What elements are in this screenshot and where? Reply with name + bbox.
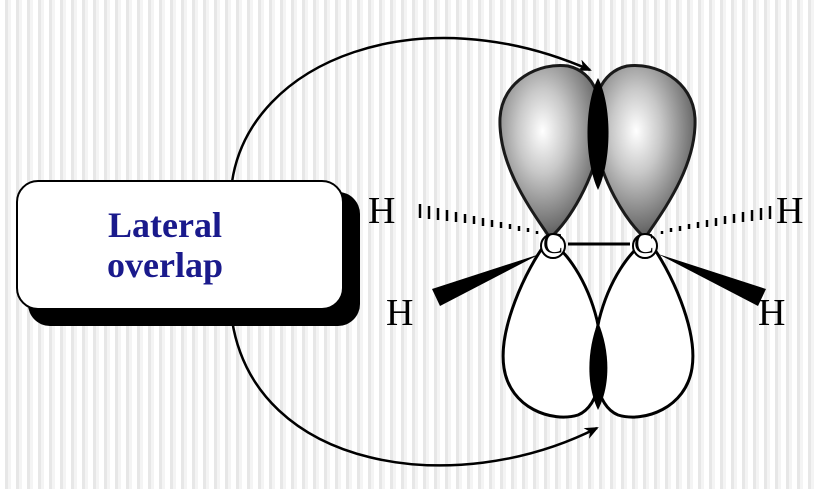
hydrogen-bottom-right: H [758,292,786,334]
right-p-orbital-top-lobe [592,63,697,241]
right-hashed-wedge-bond [660,206,772,234]
right-p-orbital-bottom-lobe [593,238,695,419]
right-solid-wedge-bond [658,254,766,306]
carbon-right-label: C [634,227,655,260]
bottom-overlap-region [589,322,608,410]
hydrogen-top-left: H [368,190,396,232]
upper-curved-arrow [230,36,592,183]
lower-curved-arrow [230,319,599,467]
top-overlap-region [587,78,609,190]
left-solid-wedge-bond [432,254,540,306]
left-p-orbital-bottom-lobe [501,238,603,419]
left-p-orbital-top-lobe [498,63,603,241]
carbon-left-label: C [543,227,564,260]
right-carbon-circle [632,233,658,259]
hydrogen-bottom-left: H [386,292,414,334]
label-line-1: Lateral [108,205,222,245]
lateral-overlap-label-box: Lateral overlap [16,180,344,310]
left-hashed-wedge-bond [418,204,539,234]
hydrogen-top-right: H [776,190,804,232]
label-line-2: overlap [107,245,223,285]
lateral-overlap-label: Lateral overlap [107,205,223,285]
left-carbon-circle [540,233,566,259]
